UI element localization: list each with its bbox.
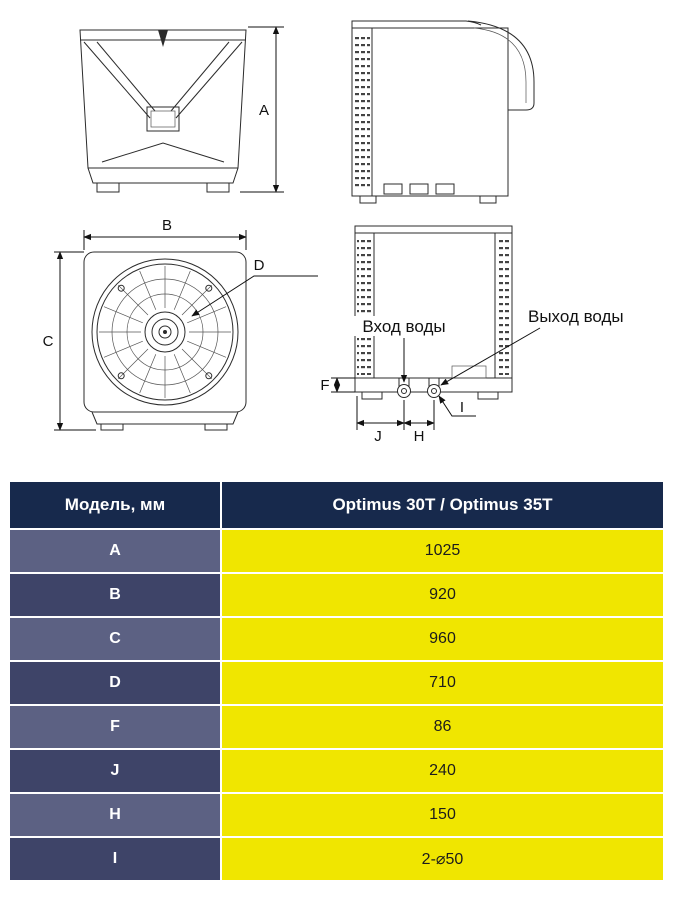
dim-cell-b: B — [10, 574, 220, 616]
val-cell-c: 960 — [222, 618, 663, 660]
val-cell-h: 150 — [222, 794, 663, 836]
dim-label-j: J — [374, 428, 382, 445]
table-header-row: Модель, мм Optimus 30T / Optimus 35T — [10, 482, 663, 528]
table-row: J 240 — [10, 750, 663, 792]
table-header-model: Модель, мм — [10, 482, 220, 528]
table-row: A 1025 — [10, 530, 663, 572]
fan-view — [83, 251, 247, 431]
val-cell-b: 920 — [222, 574, 663, 616]
table-row: I 2-⌀50 — [10, 838, 663, 880]
technical-drawing: A B — [42, 20, 650, 445]
table-row: F 86 — [10, 706, 663, 748]
dimension-c: C — [43, 251, 96, 431]
dimension-f: F — [320, 377, 355, 394]
dimension-d: D — [191, 257, 318, 317]
dimension-a: A — [240, 26, 284, 193]
table-row: H 150 — [10, 794, 663, 836]
dim-cell-f: F — [10, 706, 220, 748]
dim-label-b: B — [162, 217, 172, 234]
dim-cell-d: D — [10, 662, 220, 704]
val-cell-i: 2-⌀50 — [222, 838, 663, 880]
dim-label-d: D — [254, 257, 265, 274]
dimension-b: B — [83, 217, 247, 250]
dimension-h: H — [403, 400, 435, 445]
water-inlet-label: Вход воды — [362, 317, 445, 336]
dim-label-c: C — [43, 333, 54, 350]
dimension-table: Модель, мм Optimus 30T / Optimus 35T A 1… — [8, 480, 665, 882]
dim-label-h: H — [414, 428, 425, 445]
val-cell-f: 86 — [222, 706, 663, 748]
val-cell-a: 1025 — [222, 530, 663, 572]
val-cell-d: 710 — [222, 662, 663, 704]
val-cell-j: 240 — [222, 750, 663, 792]
water-outlet-port — [427, 384, 441, 398]
dimension-j: J — [356, 396, 405, 445]
table-header-value: Optimus 30T / Optimus 35T — [222, 482, 663, 528]
dim-label-f: F — [320, 377, 329, 394]
fan-grille-spokes — [99, 266, 231, 398]
dimension-i: I — [438, 395, 476, 417]
water-inlet-callout: Вход воды — [354, 316, 454, 383]
table-row: B 920 — [10, 574, 663, 616]
side-view — [351, 20, 535, 204]
dim-cell-c: C — [10, 618, 220, 660]
dim-cell-j: J — [10, 750, 220, 792]
front-view — [79, 29, 247, 193]
table-row: D 710 — [10, 662, 663, 704]
rear-view — [354, 225, 513, 400]
dim-cell-a: A — [10, 530, 220, 572]
water-outlet-label: Выход воды — [528, 307, 624, 326]
dim-cell-h: H — [10, 794, 220, 836]
dim-cell-i: I — [10, 838, 220, 880]
dim-label-a: A — [259, 102, 269, 119]
water-inlet-port — [397, 384, 411, 398]
water-outlet-callout: Выход воды — [440, 306, 650, 386]
table-row: C 960 — [10, 618, 663, 660]
dim-label-i: I — [460, 399, 464, 416]
